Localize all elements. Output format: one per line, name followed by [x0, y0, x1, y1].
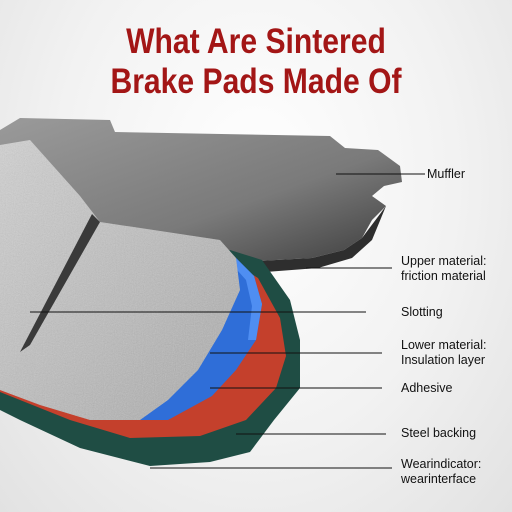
title-line-1: What Are Sintered [126, 22, 386, 61]
label-lower-line2: Insulation layer [401, 353, 486, 367]
label-upper-material: Upper material: friction material [401, 254, 486, 284]
label-wear-line1: Wearindicator: [401, 457, 482, 471]
label-steel-backing-text: Steel backing [401, 426, 477, 440]
muffler-edge [150, 206, 386, 274]
label-muffler: Muffler [427, 167, 465, 182]
label-slotting-text: Slotting [401, 305, 443, 319]
label-muffler-text: Muffler [427, 167, 465, 181]
label-wear-indicator: Wearindicator: wearinterface [401, 457, 481, 487]
label-steel-backing: Steel backing [401, 426, 476, 441]
slot-groove [20, 214, 100, 352]
label-adhesive-text: Adhesive [401, 381, 453, 395]
label-lower-material: Lower material: Insulation layer [401, 338, 486, 368]
title-line-2: Brake Pads Made Of [110, 62, 402, 101]
leader-lines [30, 173, 425, 469]
label-adhesive: Adhesive [401, 381, 452, 396]
label-lower-line1: Lower material: [401, 338, 487, 352]
label-slotting: Slotting [401, 305, 443, 320]
label-upper-line2: friction material [401, 269, 486, 283]
label-upper-line1: Upper material: [401, 254, 487, 268]
friction-material-block [0, 140, 240, 420]
label-wear-line2: wearinterface [401, 472, 477, 486]
insulation-highlight [230, 258, 262, 340]
